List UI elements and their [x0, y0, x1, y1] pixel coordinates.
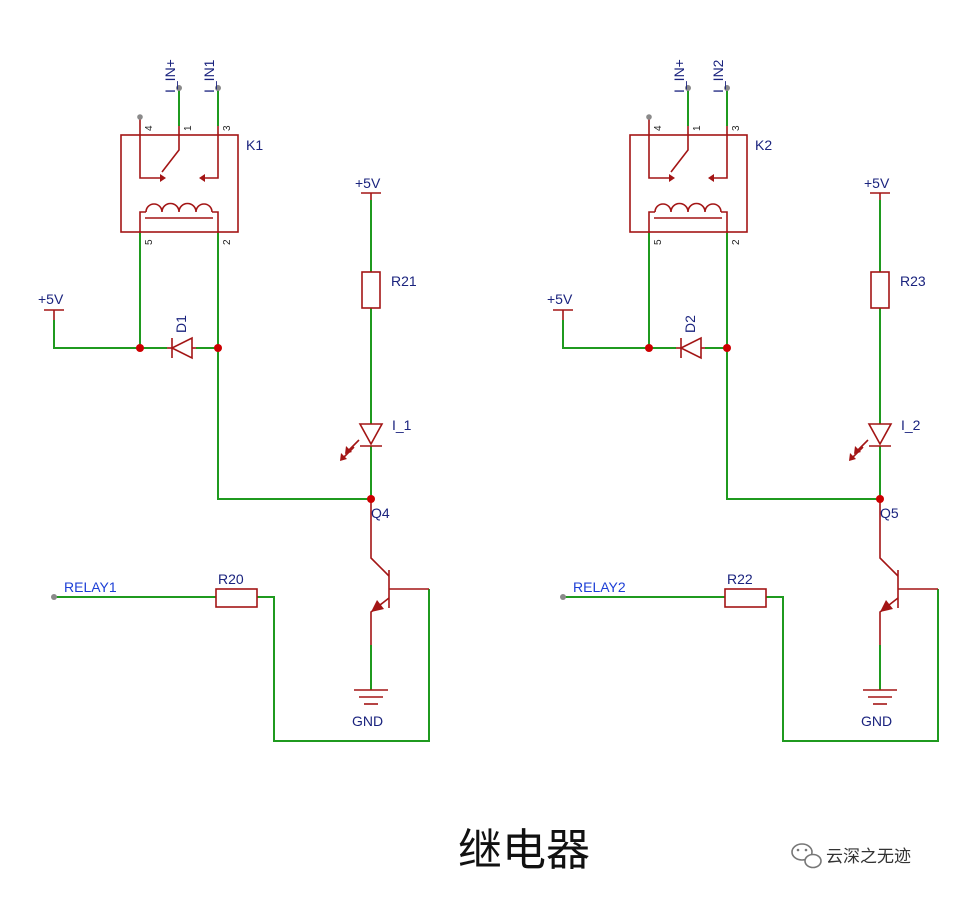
relay-pin-2: 2 — [731, 239, 742, 245]
net-label: RELAY2 — [573, 579, 626, 595]
relay-pin-4: 4 — [653, 125, 664, 131]
resistor-led-label: R21 — [391, 273, 417, 289]
relay-pin-3: 3 — [731, 125, 742, 131]
terminal-pos-label: I_IN+ — [162, 59, 178, 93]
relay-pin-1: 1 — [692, 125, 703, 131]
relay-label: K2 — [755, 137, 772, 153]
supply-led-label: +5V — [355, 175, 381, 191]
page-title: 继电器 — [458, 825, 590, 876]
relay-pin-5: 5 — [144, 239, 155, 245]
resistor-base-label: R22 — [727, 571, 753, 587]
diode-label: D1 — [173, 315, 189, 333]
watermark-text: 云深之无迹 — [826, 847, 911, 867]
supply-diode-label: +5V — [38, 291, 64, 307]
terminal-neg-label: I_IN2 — [710, 59, 726, 93]
led-label: I_2 — [901, 417, 921, 433]
relay-channel-2: I_IN+ I_IN2 4 1 3 5 2 K2 +5V D2 +5V R23 … — [547, 59, 939, 742]
supply-led-label: +5V — [864, 175, 890, 191]
transistor-label: Q4 — [371, 505, 390, 521]
resistor-base-label: R20 — [218, 571, 244, 587]
relay-pin-5: 5 — [653, 239, 664, 245]
transistor-label: Q5 — [880, 505, 899, 521]
ground-label: GND — [352, 713, 383, 729]
relay-pin-3: 3 — [222, 125, 233, 131]
led-label: I_1 — [392, 417, 412, 433]
terminal-pos-label: I_IN+ — [671, 59, 687, 93]
relay-pin-4: 4 — [144, 125, 155, 131]
relay-channel-1: I_IN+ I_IN1 4 1 3 5 2 K1 +5V D1 +5V R21 … — [38, 59, 430, 742]
diode-label: D2 — [682, 315, 698, 333]
resistor-led-label: R23 — [900, 273, 926, 289]
terminal-neg-label: I_IN1 — [201, 59, 217, 93]
relay-label: K1 — [246, 137, 263, 153]
net-label: RELAY1 — [64, 579, 117, 595]
wechat-icon — [791, 843, 822, 869]
ground-label: GND — [861, 713, 892, 729]
relay-pin-2: 2 — [222, 239, 233, 245]
relay-pin-1: 1 — [183, 125, 194, 131]
supply-diode-label: +5V — [547, 291, 573, 307]
